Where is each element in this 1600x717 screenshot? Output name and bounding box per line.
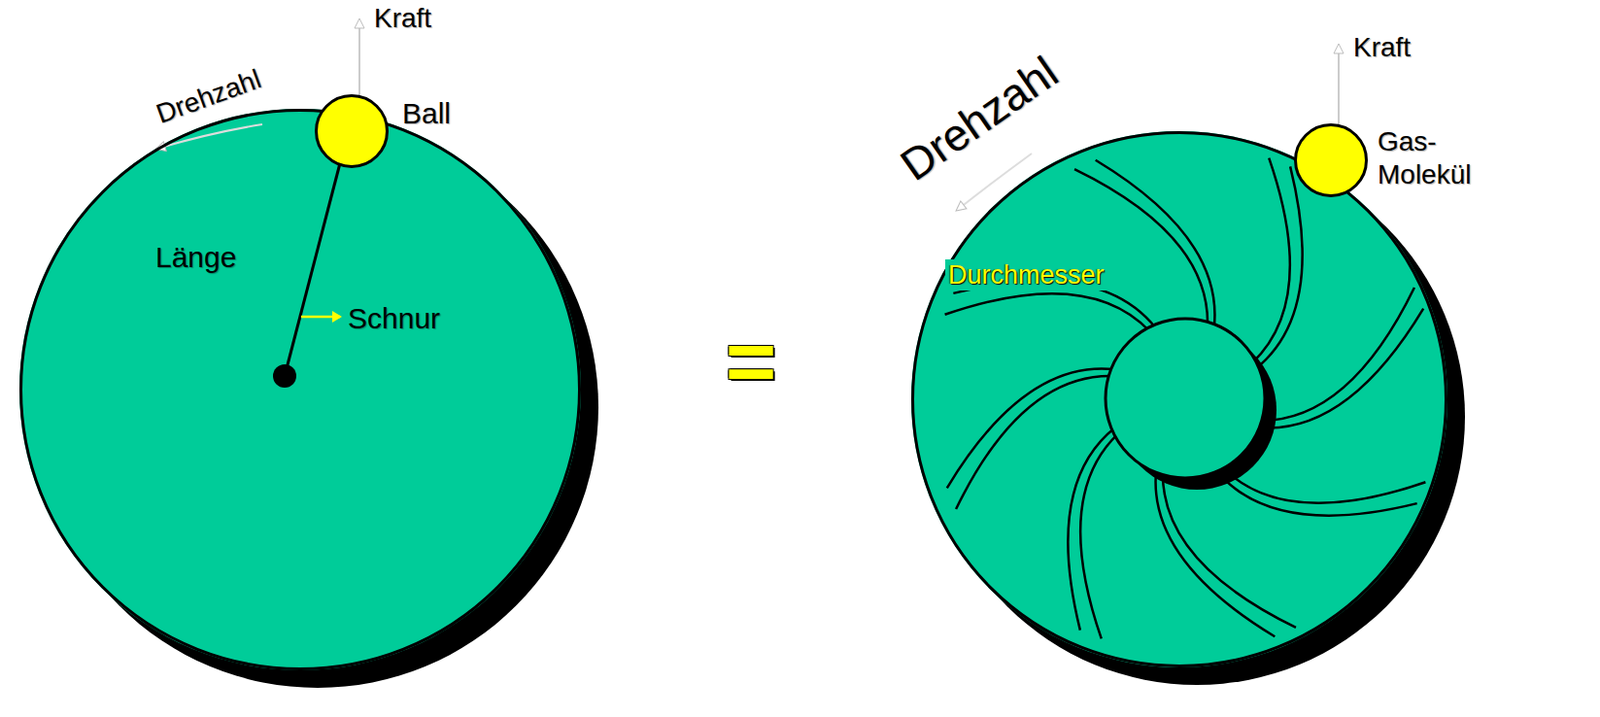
impeller-disk: Durchmesser	[911, 131, 1448, 668]
rotation-disk-shape	[21, 110, 580, 670]
force-arrow	[358, 23, 361, 98]
blade-line	[1067, 427, 1116, 631]
impeller-fill	[911, 131, 1448, 668]
diameter-label: Durchmesser	[945, 259, 1108, 291]
gas-molecule-shape	[1295, 125, 1367, 197]
speed-label: Drehzahl	[891, 46, 1067, 190]
blade-line	[1080, 433, 1119, 639]
blade-line	[1220, 465, 1426, 504]
blade-line	[945, 293, 1151, 332]
blade-line	[1255, 308, 1424, 429]
gas-molecule: Gas- Molekül	[1293, 123, 1368, 198]
force-label: Kraft	[1353, 33, 1411, 64]
string	[284, 163, 341, 376]
impeller-disk-shape	[913, 133, 1447, 667]
molecule-label: Gas- Molekül	[1377, 125, 1471, 191]
ball: Ball	[314, 94, 389, 169]
string-label: Schnur	[347, 301, 441, 337]
rotation-disk-outline	[19, 108, 581, 671]
rotation-arrow	[959, 153, 1032, 208]
blade-line	[947, 369, 1116, 489]
blade-line	[1095, 160, 1216, 329]
equals-sign: =	[725, 313, 778, 410]
blade-line	[1255, 166, 1303, 370]
ball-outline	[314, 94, 389, 169]
force-arrow	[1337, 48, 1340, 125]
blade-line	[1214, 468, 1418, 516]
force-label: Kraft	[374, 3, 432, 35]
length-label: Länge	[155, 239, 237, 275]
impeller-disk-outline	[911, 131, 1448, 668]
impeller-hub	[1105, 318, 1265, 478]
impeller-blades	[945, 158, 1427, 640]
rotation-arrow	[160, 124, 263, 148]
ball-label: Ball	[402, 96, 451, 132]
pivot-dot	[272, 364, 297, 388]
disk-fill	[19, 108, 581, 671]
blade-line	[1156, 468, 1276, 637]
blade-line	[1252, 158, 1291, 364]
pointer-head	[332, 310, 342, 323]
rotation-disk: LängeSchnur	[19, 108, 581, 671]
ball-shape	[316, 96, 388, 168]
gas-molecule-outline	[1293, 123, 1368, 198]
